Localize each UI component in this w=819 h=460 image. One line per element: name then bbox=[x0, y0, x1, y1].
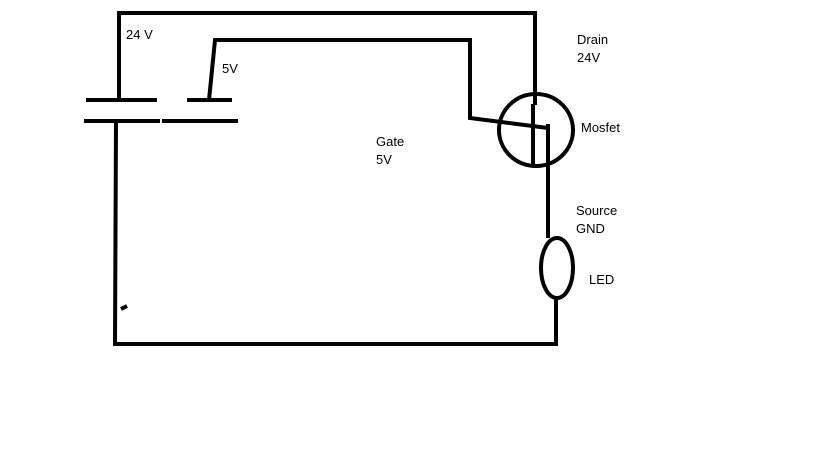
label-led: LED bbox=[589, 272, 614, 287]
label-source-name: Source bbox=[576, 203, 617, 218]
wire-led-to-ground-return bbox=[112, 120, 558, 346]
label-gate-voltage: 5V bbox=[376, 152, 392, 167]
label-battery-24v: 24 V bbox=[126, 27, 153, 42]
led-symbol bbox=[539, 236, 575, 300]
stray-mark bbox=[120, 304, 128, 311]
mosfet-body bbox=[497, 92, 575, 168]
label-source-ground: GND bbox=[576, 221, 605, 236]
wire-5v-to-gate bbox=[207, 38, 549, 130]
label-gate-name: Gate bbox=[376, 134, 404, 149]
label-mosfet: Mosfet bbox=[581, 120, 620, 135]
label-drain-name: Drain bbox=[577, 32, 608, 47]
wire-battery-to-drain bbox=[117, 11, 537, 105]
label-battery-5v: 5V bbox=[222, 61, 238, 76]
label-drain-voltage: 24V bbox=[577, 50, 600, 65]
